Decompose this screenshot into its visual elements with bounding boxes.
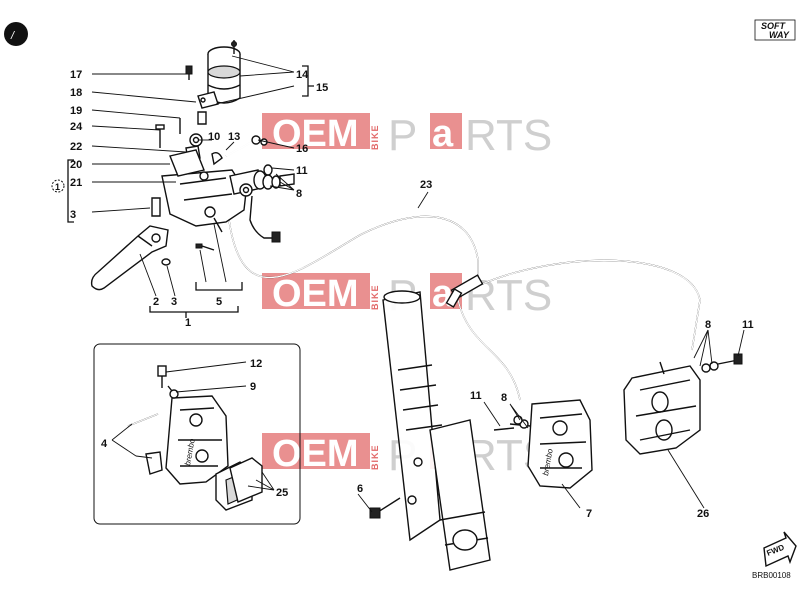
callout-7: 7 [586, 508, 592, 520]
callout-23: 23 [420, 179, 432, 191]
fork-leg [382, 290, 491, 571]
callout-labels: 1 2 3 3 4 5 6 7 8 8 8 9 10 11 11 11 12 1… [70, 69, 754, 520]
brand-bottom-text: WAY [769, 30, 790, 40]
callout-3: 3 [70, 209, 76, 221]
diagram-code: BRB00108 [752, 571, 791, 580]
callout-18: 18 [70, 87, 82, 99]
brake-lever [90, 197, 171, 291]
inset-caliper: brembo [165, 395, 229, 485]
callout-9: 9 [250, 381, 256, 393]
inset-brake-pads [215, 457, 263, 511]
watermark-middle: OEM BIKE P a RTS [262, 271, 552, 320]
group-marker-label: 1 [55, 182, 60, 192]
watermark-oem: OEM [272, 433, 359, 475]
lever-pivot-parts [195, 217, 223, 251]
caliper-7: brembo [493, 399, 593, 489]
callout-24: 24 [70, 121, 83, 133]
callout-21: 21 [70, 177, 82, 189]
inset-detail-box: brembo [93, 343, 301, 525]
callout-13: 13 [228, 131, 240, 143]
callout-11: 11 [742, 319, 754, 331]
master-cylinder-body [161, 149, 281, 243]
leader-lines [91, 55, 745, 513]
callout-3: 3 [171, 296, 177, 308]
watermark-bike: BIKE [370, 284, 380, 310]
brand-top-text: SOFT [761, 21, 787, 31]
callout-12: 12 [250, 358, 262, 370]
callout-17: 17 [70, 69, 82, 81]
callout-20: 20 [70, 159, 82, 171]
watermark-oem: OEM [272, 273, 359, 315]
watermark-p: P [388, 111, 417, 160]
callout-11: 11 [296, 165, 308, 177]
callout-22: 22 [70, 141, 82, 153]
callout-26: 26 [697, 508, 709, 520]
watermark-top: OEM BIKE P a RTS [262, 111, 552, 160]
watermark-bike: BIKE [370, 124, 380, 150]
bolt-6 [369, 497, 401, 519]
softway-logo: SOFT WAY [754, 19, 796, 41]
callout-10: 10 [208, 131, 220, 143]
callout-5: 5 [216, 296, 222, 308]
watermark-a: a [432, 273, 454, 315]
reservoir [207, 40, 241, 104]
callout-15: 15 [316, 82, 328, 94]
brake-hose-right [479, 259, 701, 351]
watermark-bike: BIKE [370, 444, 380, 470]
watermark-oem: OEM [272, 113, 359, 155]
callout-16: 16 [296, 143, 308, 155]
callout-1: 1 [185, 317, 191, 329]
callout-19: 19 [70, 105, 82, 117]
group-marker-1: 1 [51, 179, 65, 193]
watermark-a: a [432, 113, 454, 155]
brake-hose-23 [227, 211, 521, 401]
callout-6: 6 [357, 483, 363, 495]
inset-bleed-screw [157, 365, 179, 399]
brand-corner-logo: / [4, 22, 28, 46]
callout-8: 8 [501, 392, 507, 404]
caliper-26 [623, 353, 743, 455]
fwd-arrow: FWD [763, 531, 797, 568]
callout-2: 2 [153, 296, 159, 308]
corner-logo-glyph: / [10, 30, 15, 42]
callout-14: 14 [296, 69, 309, 81]
callout-8: 8 [296, 188, 302, 200]
callout-8: 8 [705, 319, 711, 331]
hose-junction [445, 274, 484, 308]
callout-4: 4 [101, 438, 108, 450]
inset-pins [127, 413, 163, 475]
brackets [67, 65, 314, 318]
callout-11: 11 [470, 390, 482, 402]
watermark-rts: RTS [465, 111, 552, 160]
callout-25: 25 [276, 487, 288, 499]
